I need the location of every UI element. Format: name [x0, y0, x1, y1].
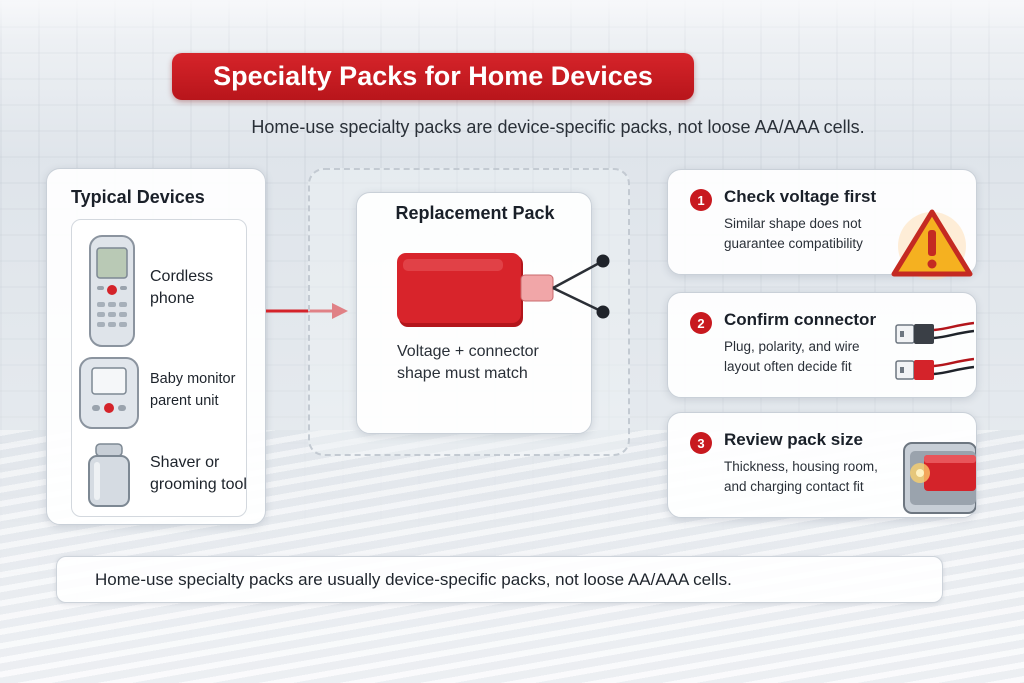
battery-pack-icon: [397, 253, 610, 327]
device-label-line: Cordless: [150, 268, 214, 285]
device-label-cordless-phone: Cordless phone: [150, 266, 213, 310]
card-text-line: Thickness, housing room,: [724, 459, 878, 474]
warning-icon: [891, 209, 973, 280]
check-card-title: Check voltage first: [724, 187, 877, 206]
battery-bay-icon: [903, 442, 976, 514]
flow-arrow-icon: [266, 303, 348, 319]
check-card-title: Confirm connector: [724, 310, 877, 329]
card-text-line: Similar shape does not: [724, 216, 862, 231]
replacement-pack-heading: Replacement Pack: [395, 203, 555, 223]
check-card-text: Thickness, housing room, and charging co…: [724, 457, 878, 497]
devices-list: Cordless phone Baby monitor parent unit: [71, 219, 247, 517]
baby-monitor-icon: [79, 357, 139, 429]
replacement-pack-caption: Voltage + connector shape must match: [397, 341, 539, 385]
step-number-badge: 2: [690, 312, 712, 334]
card-text-line: guarantee compatibility: [724, 236, 863, 251]
page-subtitle: Home-use specialty packs are device-spec…: [251, 117, 865, 137]
card-text-line: layout often decide fit: [724, 359, 852, 374]
device-label-line: Baby monitor: [150, 371, 236, 387]
device-label-line: phone: [150, 290, 195, 307]
device-item-baby-monitor: Baby monitor parent unit: [72, 354, 248, 434]
cordless-phone-icon: [89, 235, 135, 347]
footer-note: Home-use specialty packs are usually dev…: [56, 556, 943, 603]
check-card-voltage: 1 Check voltage first Similar shape does…: [667, 169, 977, 280]
caption-line: Voltage + connector: [397, 343, 539, 360]
device-label-line: Shaver or: [150, 454, 220, 471]
check-card-connector: 2 Confirm connector Plug, polarity, and …: [667, 292, 977, 398]
connector-icon: [895, 321, 974, 380]
device-label-baby-monitor: Baby monitor parent unit: [150, 368, 235, 412]
step-number-badge: 1: [690, 189, 712, 211]
check-card-pack-size: 3 Review pack size Thickness, housing ro…: [667, 412, 977, 518]
replacement-pack-panel: Replacement Pack Voltage + connector sha…: [356, 192, 610, 434]
typical-devices-heading: Typical Devices: [71, 187, 205, 207]
check-card-text: Similar shape does not guarantee compati…: [724, 214, 863, 254]
card-text-line: and charging contact fit: [724, 479, 864, 494]
device-label-shaver: Shaver or grooming tool: [150, 452, 247, 496]
device-label-line: grooming tool: [150, 476, 247, 493]
card-text-line: Plug, polarity, and wire: [724, 339, 860, 354]
device-item-shaver: Shaver or grooming tool: [72, 440, 248, 516]
page-title: Specialty Packs for Home Devices: [172, 53, 694, 100]
check-card-text: Plug, polarity, and wire layout often de…: [724, 337, 860, 377]
step-number-badge: 3: [690, 432, 712, 454]
device-item-cordless-phone: Cordless phone: [72, 228, 248, 348]
shaver-icon: [88, 443, 130, 507]
check-card-title: Review pack size: [724, 430, 863, 449]
device-label-line: parent unit: [150, 393, 219, 409]
typical-devices-panel: Typical Devices Cordless phone: [46, 168, 266, 525]
caption-line: shape must match: [397, 365, 528, 382]
